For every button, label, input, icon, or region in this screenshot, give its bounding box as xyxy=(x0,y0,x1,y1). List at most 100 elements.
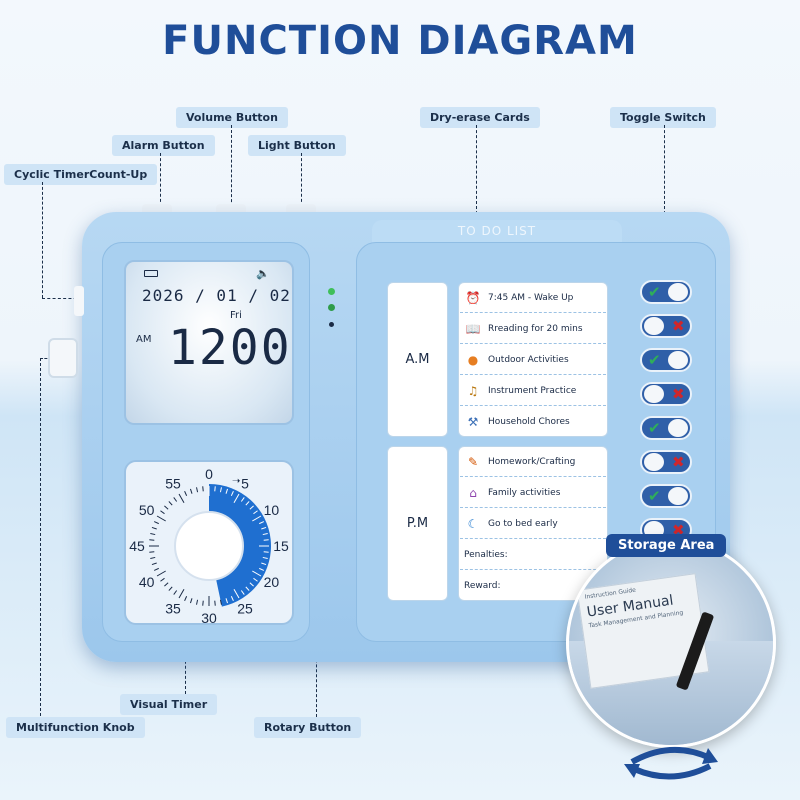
pm-period-label: P.M xyxy=(406,516,429,531)
bed-icon: ☾ xyxy=(467,516,479,531)
led-dark xyxy=(329,322,334,327)
timer-tick xyxy=(219,487,222,493)
timer-number: 35 xyxy=(165,600,181,616)
timer-tick xyxy=(153,521,159,525)
toggle-knob xyxy=(644,317,664,335)
page-title: FUNCTION DIAGRAM xyxy=(162,18,638,64)
am-task-1: 📖Rreading for 20 mins xyxy=(460,314,606,344)
timer-tick xyxy=(261,562,267,566)
reward-row: Reward: xyxy=(464,581,501,591)
knob-leader xyxy=(40,358,41,716)
toggle-switch-3[interactable]: ✖ xyxy=(640,382,692,406)
timer-tick xyxy=(219,599,222,605)
pm-task-card xyxy=(458,446,608,601)
multifunction-knob-label: Multifunction Knob xyxy=(6,717,145,738)
pm-task-2: ☾Go to bed early xyxy=(460,509,606,539)
am-task-3: ♫Instrument Practice xyxy=(460,376,606,406)
timer-tick xyxy=(233,589,240,599)
timer-tick xyxy=(189,488,193,494)
toggle-switch-7[interactable]: ✖ xyxy=(640,518,692,542)
am-period-card: A.M xyxy=(387,282,448,437)
lcd-display: 🔈 2026 / 01 / 02 Fri AM 1200 xyxy=(124,260,294,425)
storage-area-zoom: Instruction Guide User Manual Task Manag… xyxy=(566,538,776,748)
toggle-knob xyxy=(644,453,664,471)
timer-tick xyxy=(240,590,245,595)
timer-tick xyxy=(225,598,229,604)
timer-tick xyxy=(245,586,250,591)
timer-tick xyxy=(252,570,262,577)
timer-number: 20 xyxy=(264,574,280,590)
toggle-switch-6[interactable]: ✔ xyxy=(640,484,692,508)
timer-tick xyxy=(151,526,157,530)
timer-tick xyxy=(245,501,250,506)
timer-tick xyxy=(225,488,229,494)
rotary-button[interactable] xyxy=(174,511,244,581)
alarm-leader xyxy=(160,153,161,207)
cross-icon: ✖ xyxy=(672,317,685,335)
toggle-switch-2[interactable]: ✔ xyxy=(640,348,692,372)
timer-tick xyxy=(149,551,155,553)
cross-icon: ✖ xyxy=(672,453,685,471)
side-switch[interactable] xyxy=(74,286,84,316)
timer-tick xyxy=(249,505,254,510)
timer-tick xyxy=(184,596,188,602)
timer-tick xyxy=(261,526,267,530)
pm-period-card: P.M xyxy=(387,446,448,601)
timer-number: 55 xyxy=(165,476,181,492)
toggle-switch-0[interactable]: ✔ xyxy=(640,280,692,304)
timer-tick xyxy=(150,533,156,536)
led-green-1 xyxy=(328,288,335,295)
battery-icon xyxy=(144,270,158,277)
multifunction-knob[interactable] xyxy=(48,338,78,378)
timer-tick xyxy=(196,599,199,605)
dry-erase-leader xyxy=(476,125,477,285)
house-icon: ⌂ xyxy=(469,485,477,500)
toggle-switch-4[interactable]: ✔ xyxy=(640,416,692,440)
speaker-icon: 🔈 xyxy=(256,267,270,280)
timer-tick xyxy=(150,556,156,559)
pencil-icon: ✎ xyxy=(467,454,479,469)
toggle-leader xyxy=(664,125,665,285)
timer-number: 50 xyxy=(139,502,155,518)
check-icon: ✔ xyxy=(648,283,661,301)
volume-button-label: Volume Button xyxy=(176,107,288,128)
timer-tick xyxy=(263,539,269,541)
timer-tick xyxy=(202,486,204,492)
am-task-card xyxy=(458,282,608,437)
book-icon: 📖 xyxy=(465,321,481,336)
timer-tick xyxy=(178,589,185,599)
timer-tick xyxy=(156,570,166,577)
cyclic-leader xyxy=(42,182,43,298)
alarm-button-label: Alarm Button xyxy=(112,135,215,156)
check-icon: ✔ xyxy=(648,419,661,437)
timer-tick xyxy=(189,598,193,604)
broom-icon: ⚒ xyxy=(467,415,479,429)
check-icon: ✔ xyxy=(648,487,661,505)
guitar-icon: ♫ xyxy=(467,383,479,398)
toggle-knob xyxy=(668,351,688,369)
todo-tab: TO DO LIST xyxy=(372,220,622,246)
led-green-2 xyxy=(328,304,335,311)
toggle-switch-5[interactable]: ✖ xyxy=(640,450,692,474)
timer-tick xyxy=(252,515,262,522)
timer-tick xyxy=(173,590,178,595)
timer-tick xyxy=(262,556,268,559)
timer-tick xyxy=(151,562,157,566)
pm-task-0: ✎Homework/Crafting xyxy=(460,447,606,477)
toggle-knob xyxy=(668,283,688,301)
lcd-weekday: Fri xyxy=(230,310,242,321)
lcd-ampm: AM xyxy=(136,334,152,345)
timer-number: 15 xyxy=(273,538,289,554)
timer-number: 5 xyxy=(241,476,249,492)
visual-timer-label: Visual Timer xyxy=(120,694,218,715)
timer-tick xyxy=(230,490,234,496)
timer-tick xyxy=(259,567,265,571)
timer-tick xyxy=(233,493,240,503)
timer-tick xyxy=(202,600,204,606)
toggle-switch-1[interactable]: ✖ xyxy=(640,314,692,338)
timer-number: 25 xyxy=(237,600,253,616)
timer-tick xyxy=(168,501,173,506)
lcd-time: 1200 xyxy=(168,320,292,376)
am-period-label: A.M xyxy=(405,352,430,367)
